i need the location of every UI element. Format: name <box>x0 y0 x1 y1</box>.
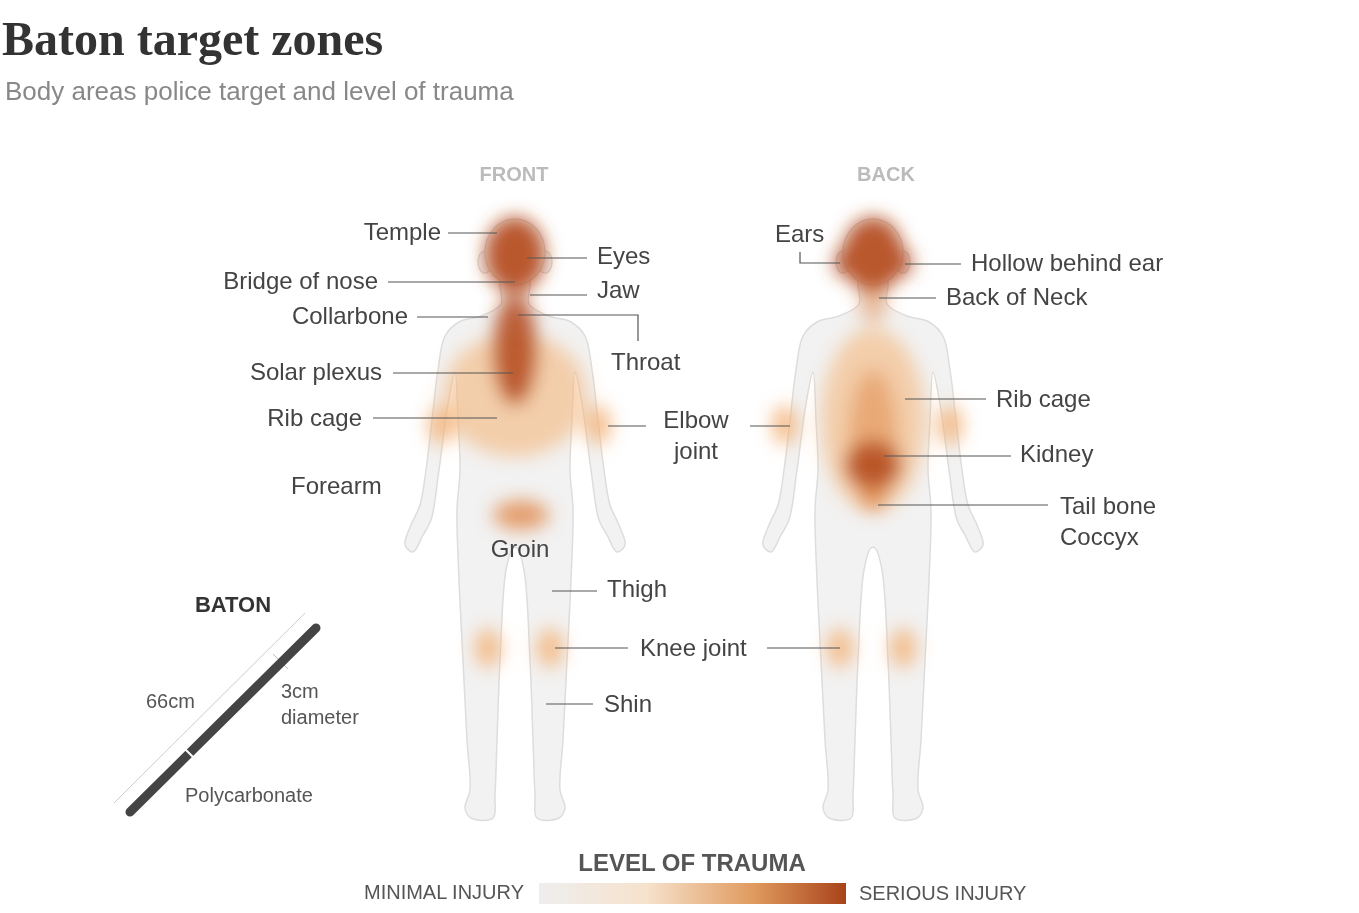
trauma-zone <box>821 328 925 512</box>
zone-label: Thigh <box>607 573 667 604</box>
material-label: Polycarbonate <box>185 782 313 808</box>
trauma-zone <box>861 488 885 512</box>
trauma-zone <box>493 500 549 530</box>
zone-label: Throat <box>611 346 680 377</box>
scale-end-label: MINIMAL INJURY <box>364 879 524 905</box>
body-outline <box>405 277 625 821</box>
trauma-zone <box>843 217 903 293</box>
zone-label: Bridge of nose <box>223 265 378 296</box>
zone-label: Groin <box>491 533 550 564</box>
zone-label: Ears <box>775 218 824 249</box>
trauma-zone <box>475 628 501 668</box>
zone-label: Elbow joint <box>650 404 742 466</box>
trauma-zone <box>428 405 454 445</box>
zone-label: Forearm <box>291 470 382 501</box>
zone-label: Solar plexus <box>250 356 382 387</box>
view-heading: BACK <box>857 161 915 187</box>
dimension-label: 66cm <box>146 688 195 714</box>
trauma-zone <box>937 405 963 445</box>
scale-heading: LEVEL OF TRAUMA <box>578 847 806 878</box>
scale-end-label: SERIOUS INJURY <box>859 880 1026 906</box>
zone-label: Tail bone Coccyx <box>1060 490 1182 552</box>
trauma-zone <box>585 405 611 445</box>
zone-label: Knee joint <box>640 632 747 663</box>
zone-label: Rib cage <box>267 402 362 433</box>
trauma-zone <box>772 405 798 445</box>
trauma-zones <box>428 217 963 668</box>
zone-label: Jaw <box>597 274 640 305</box>
zone-label: Rib cage <box>996 383 1091 414</box>
chart-title: Baton target zones <box>2 11 383 66</box>
subtitle: Body areas police target and level of tr… <box>5 75 514 109</box>
zone-label: Back of Neck <box>946 281 1087 312</box>
body-figures <box>405 219 983 820</box>
body-outline <box>763 277 983 821</box>
trauma-zone <box>890 628 916 668</box>
zone-label: Kidney <box>1020 438 1093 469</box>
trauma-zone <box>845 441 901 489</box>
view-heading: FRONT <box>480 161 549 187</box>
body-silhouette <box>405 219 625 820</box>
trauma-zone <box>859 287 887 323</box>
zone-label: Collarbone <box>292 300 408 331</box>
trauma-scale-bar <box>539 883 846 904</box>
trauma-zone <box>893 249 913 277</box>
zone-label: Temple <box>364 216 441 247</box>
dimension-label: 3cm diameter <box>281 678 373 730</box>
zone-label: Eyes <box>597 240 650 271</box>
zone-label: Shin <box>604 688 652 719</box>
zone-label: Hollow behind ear <box>971 247 1163 278</box>
trauma-zone <box>493 295 537 405</box>
baton-heading: BATON <box>195 591 271 620</box>
